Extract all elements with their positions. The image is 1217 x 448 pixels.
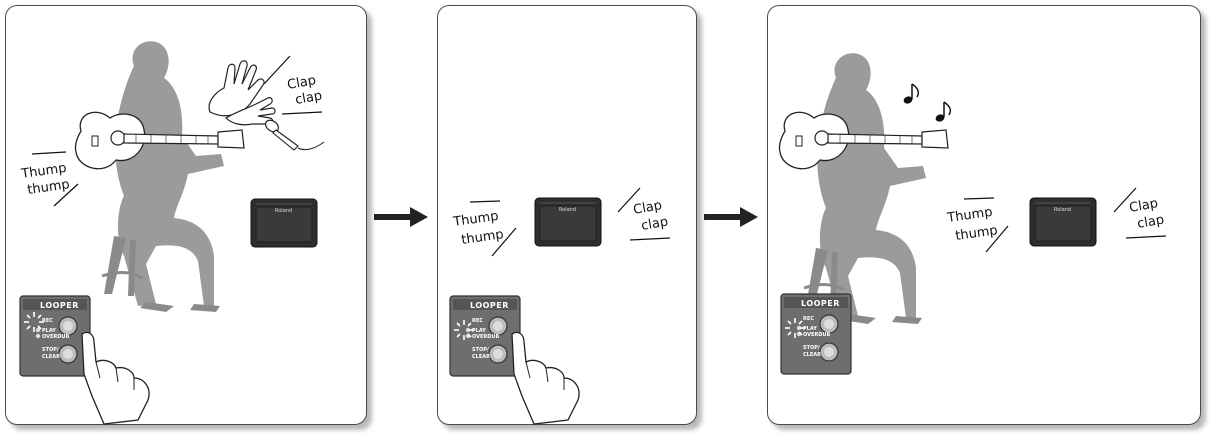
pedal-play-label: PLAY	[42, 328, 56, 334]
clapping-hands-icon	[208, 60, 276, 126]
amp-brand: Roland	[1054, 207, 1071, 213]
thump-word-1: Thump	[945, 205, 993, 226]
pedal-clear-label: CLEAR	[472, 354, 490, 360]
step-panel-playback: Thump thump Roland Clap clap LOOPER REC …	[437, 5, 697, 425]
guitarist-silhouette	[802, 51, 928, 326]
hand-pointer-icon	[511, 331, 580, 425]
guitarist-silhouette	[100, 39, 226, 314]
pedal-title: LOOPER	[40, 301, 79, 310]
pedal-overdub-label: OVERDUB	[803, 332, 830, 338]
pedal-rec-label: REC	[472, 318, 483, 324]
microphone-icon	[264, 119, 325, 151]
amplifier: Roland	[1029, 197, 1097, 247]
thump-word-1: Thump	[19, 161, 67, 182]
clap-sound-label: Clap clap	[1113, 187, 1167, 239]
pedal-title: LOOPER	[801, 299, 840, 308]
pedal-stop-label: STOP/	[42, 347, 59, 353]
step-arrow-icon	[374, 207, 428, 227]
step-arrow-icon	[704, 207, 758, 227]
pedal-clear-label: CLEAR	[803, 352, 821, 358]
clap-sound-label: Clap clap	[617, 187, 671, 241]
thump-word-2: thump	[26, 177, 70, 198]
pedal-stop-label: STOP/	[803, 345, 820, 351]
thump-sound-label: Thump thump	[451, 200, 517, 257]
hand-pointer-icon	[81, 331, 150, 425]
clap-sound-label: Clap clap	[263, 55, 323, 115]
step-panel-record: Clap clap Thump thump Roland LOOPER REC …	[5, 5, 367, 425]
amplifier: Roland	[534, 197, 602, 247]
clap-word-1: Clap	[632, 198, 663, 218]
clap-word-1: Clap	[286, 73, 317, 93]
pedal-play-label: PLAY	[803, 326, 817, 332]
clap-word-1: Clap	[1128, 196, 1159, 216]
amp-brand: Roland	[275, 208, 292, 214]
music-note-icon	[935, 101, 952, 122]
clap-word-2: clap	[640, 214, 669, 233]
pedal-clear-label: CLEAR	[42, 354, 60, 360]
step-panel-play-along: Thump thump Roland Clap clap LOOPER REC …	[767, 5, 1201, 425]
amplifier: Roland	[250, 198, 318, 248]
looper-pedal[interactable]: LOOPER REC PLAY OVERDUB STOP/ CLEAR	[780, 293, 852, 375]
pedal-overdub-label: OVERDUB	[472, 334, 499, 340]
thump-word-2: thump	[954, 223, 998, 244]
amp-brand: Roland	[559, 207, 576, 213]
pedal-overdub-label: OVERDUB	[42, 334, 69, 340]
thump-word-2: thump	[460, 227, 504, 248]
pedal-rec-label: REC	[42, 318, 53, 324]
pedal-stop-label: STOP/	[472, 347, 489, 353]
thump-word-1: Thump	[451, 209, 499, 230]
looper-pedal[interactable]: LOOPER REC PLAY OVERDUB STOP/ CLEAR	[449, 295, 580, 425]
pedal-title: LOOPER	[470, 301, 509, 310]
pedal-play-label: PLAY	[472, 328, 486, 334]
clap-word-2: clap	[1136, 212, 1165, 231]
clap-word-2: clap	[294, 88, 323, 107]
thump-sound-label: Thump thump	[19, 151, 79, 207]
pedal-rec-label: REC	[803, 316, 814, 322]
music-note-icon	[903, 83, 920, 104]
thump-sound-label: Thump thump	[945, 197, 1009, 253]
looper-pedal[interactable]: LOOPER REC PLAY OVERDUB STOP/ CLEAR	[19, 295, 150, 425]
